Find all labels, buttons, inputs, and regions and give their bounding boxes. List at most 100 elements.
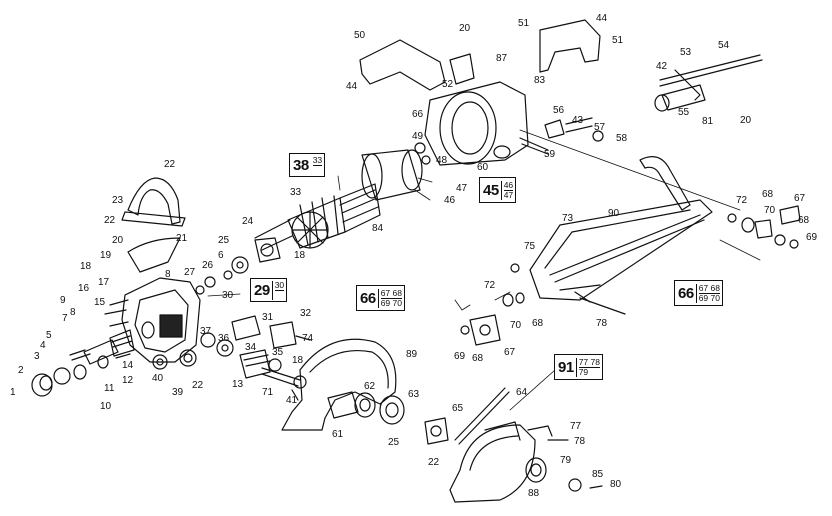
- callout-24: 24: [242, 216, 254, 227]
- callout-55: 55: [678, 107, 690, 118]
- callout-9: 9: [60, 295, 66, 306]
- upper-guard: [281, 338, 397, 431]
- callout-8b: 8: [165, 269, 171, 280]
- guard-21-shape: [127, 237, 181, 273]
- callout-36: 36: [218, 333, 230, 344]
- callout-18b: 18: [294, 250, 306, 261]
- callout-14: 14: [122, 360, 134, 371]
- group-box-66-right-main: 66: [678, 284, 694, 302]
- callout-8: 8: [70, 307, 76, 318]
- leader-lines: [207, 129, 761, 411]
- callout-73: 73: [562, 213, 574, 224]
- callout-18c: 18: [292, 355, 304, 366]
- group-box-29-main: 29: [254, 281, 270, 299]
- callout-71: 71: [262, 387, 274, 398]
- group-box-66-middle-main: 66: [360, 289, 376, 307]
- callout-22a: 22: [164, 159, 176, 170]
- callout-78b: 78: [574, 436, 586, 447]
- handle-23-shape: [121, 177, 186, 227]
- callout-35: 35: [272, 347, 284, 358]
- callout-22c: 22: [192, 380, 204, 391]
- switch-parts: [519, 117, 604, 155]
- callout-31: 31: [262, 312, 274, 323]
- callout-81: 81: [702, 116, 714, 127]
- brackets: [231, 315, 311, 349]
- callout-48: 48: [436, 155, 448, 166]
- callout-90: 90: [608, 208, 620, 219]
- callout-47: 47: [456, 183, 468, 194]
- callout-12: 12: [122, 375, 134, 386]
- part-52-shape: [449, 53, 475, 85]
- callout-27: 27: [184, 267, 196, 278]
- callout-72a: 72: [736, 195, 748, 206]
- callout-20c: 20: [740, 115, 752, 126]
- callout-51b: 51: [612, 35, 624, 46]
- handles-44: [359, 19, 601, 91]
- callout-68d: 68: [472, 353, 484, 364]
- callout-20a: 20: [112, 235, 124, 246]
- callout-68b: 68: [798, 215, 810, 226]
- callout-2: 2: [18, 365, 24, 376]
- gear-housing: [104, 277, 201, 363]
- callout-89: 89: [406, 349, 418, 360]
- group-box-45-main: 45: [483, 181, 499, 199]
- callout-4: 4: [40, 340, 46, 351]
- callout-72b: 72: [484, 280, 496, 291]
- callout-33: 33: [290, 187, 302, 198]
- lower-guard: [449, 421, 536, 503]
- callout-34: 34: [245, 342, 257, 353]
- motor-housing: [424, 81, 529, 166]
- callout-51a: 51: [518, 18, 530, 29]
- callout-65: 65: [452, 403, 464, 414]
- callout-69a: 69: [454, 351, 466, 362]
- callout-58: 58: [616, 133, 628, 144]
- callout-23: 23: [112, 195, 124, 206]
- callout-42: 42: [656, 61, 668, 72]
- callout-43: 43: [572, 115, 584, 126]
- callout-78a: 78: [596, 318, 608, 329]
- callout-17: 17: [98, 277, 110, 288]
- group-box-38-fraction: 33: [312, 154, 323, 166]
- callout-77: 77: [570, 421, 582, 432]
- callout-68a: 68: [762, 189, 774, 200]
- callout-70b: 70: [764, 205, 776, 216]
- callout-50: 50: [354, 30, 366, 41]
- armature: [254, 183, 381, 251]
- callout-85: 85: [592, 469, 604, 480]
- callout-84: 84: [372, 223, 384, 234]
- callout-62: 62: [364, 381, 376, 392]
- cord-set: [654, 54, 763, 112]
- callout-53: 53: [680, 47, 692, 58]
- group-box-38: 38 33: [289, 153, 326, 177]
- field-assembly: [361, 149, 423, 201]
- callout-15: 15: [94, 297, 106, 308]
- blade-hardware: [354, 392, 449, 445]
- base-plate: [529, 156, 713, 315]
- group-box-29: 29 30: [250, 278, 288, 302]
- callout-40: 40: [152, 373, 164, 384]
- group-box-38-main: 38: [293, 156, 309, 174]
- callout-46: 46: [444, 195, 456, 206]
- callout-26: 26: [202, 260, 214, 271]
- callout-68c: 68: [532, 318, 544, 329]
- callout-18a: 18: [80, 261, 92, 272]
- callout-44a: 44: [346, 81, 358, 92]
- callout-70a: 70: [510, 320, 522, 331]
- callout-6: 6: [218, 250, 224, 261]
- callout-11: 11: [104, 383, 115, 394]
- lower-right-parts: [525, 425, 603, 492]
- callout-74: 74: [302, 333, 314, 344]
- callout-16: 16: [78, 283, 90, 294]
- callout-5: 5: [46, 330, 52, 341]
- callout-39: 39: [172, 387, 184, 398]
- callout-57: 57: [594, 122, 606, 133]
- callout-1: 1: [10, 387, 16, 398]
- callout-63: 63: [408, 389, 420, 400]
